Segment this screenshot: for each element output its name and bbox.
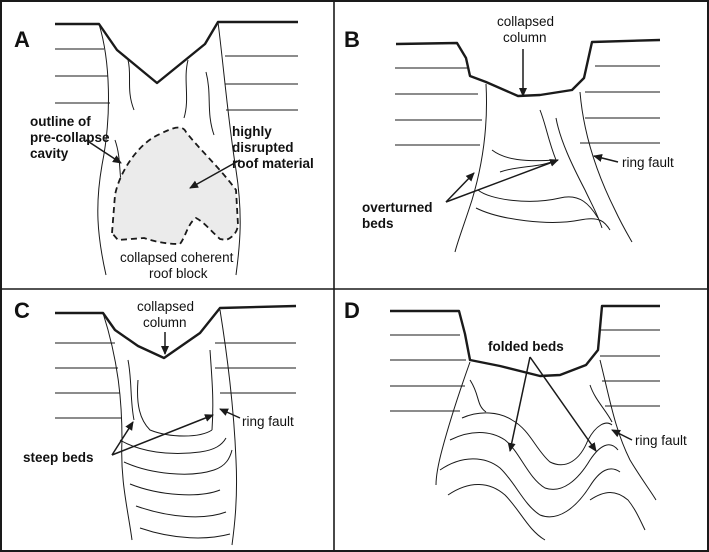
panel-b-beds xyxy=(395,65,660,146)
panel-c-ring-fault-label: ring fault xyxy=(242,414,294,429)
panel-d-ring-fault-label: ring fault xyxy=(635,433,687,448)
panel-c-letter: C xyxy=(14,298,30,323)
panel-d: D folded beds ring fault xyxy=(344,298,687,541)
panel-b-ring-fault-arrow xyxy=(593,154,619,163)
steep-arrow-right xyxy=(111,414,214,456)
panel-b-letter: B xyxy=(344,27,360,52)
panel-b-ground-surface xyxy=(395,38,661,98)
pre-collapse-cavity-outline xyxy=(111,126,239,245)
folded-beds-label: folded beds xyxy=(488,339,564,354)
panel-d-beds xyxy=(390,329,660,412)
panel-a: A outline of pre-collapse cavity xyxy=(14,20,314,281)
panel-a-beds xyxy=(55,48,298,111)
panel-b-pipe-structure xyxy=(454,83,633,253)
panel-c-ground-surface xyxy=(55,304,297,360)
panel-d-ring-fault-arrow xyxy=(611,429,633,441)
panel-c-ring-fault-arrow xyxy=(219,408,241,419)
coherent-label: collapsed coherent roof block xyxy=(120,250,237,281)
overturned-arrow-right xyxy=(445,159,559,203)
panel-d-letter: D xyxy=(344,298,360,323)
panel-c: C collapsed column r xyxy=(14,298,297,546)
folded-arrow-left xyxy=(507,356,531,452)
outline-arrow xyxy=(85,139,122,164)
panel-d-pipe-structure xyxy=(435,359,657,541)
panel-b-column-label: collapsed column xyxy=(497,14,558,45)
panel-c-pipe-structure xyxy=(102,309,238,546)
overturned-arrow-left xyxy=(445,172,475,203)
panel-d-ground-surface xyxy=(390,304,660,378)
outline-label: outline of pre-collapse cavity xyxy=(30,114,113,161)
overturned-label: overturned beds xyxy=(362,200,436,231)
panel-b-ring-fault-label: ring fault xyxy=(622,155,674,170)
panel-a-letter: A xyxy=(14,27,30,52)
panel-c-column-label: collapsed column xyxy=(137,299,198,330)
disrupted-arrow xyxy=(189,159,241,189)
panel-b: B collapsed column ring fau xyxy=(344,14,674,253)
disrupted-label: highly disrupted roof material xyxy=(232,124,314,171)
steep-arrow-left xyxy=(111,421,134,456)
folded-arrow-right xyxy=(529,356,597,452)
steep-beds-label: steep beds xyxy=(23,450,94,465)
